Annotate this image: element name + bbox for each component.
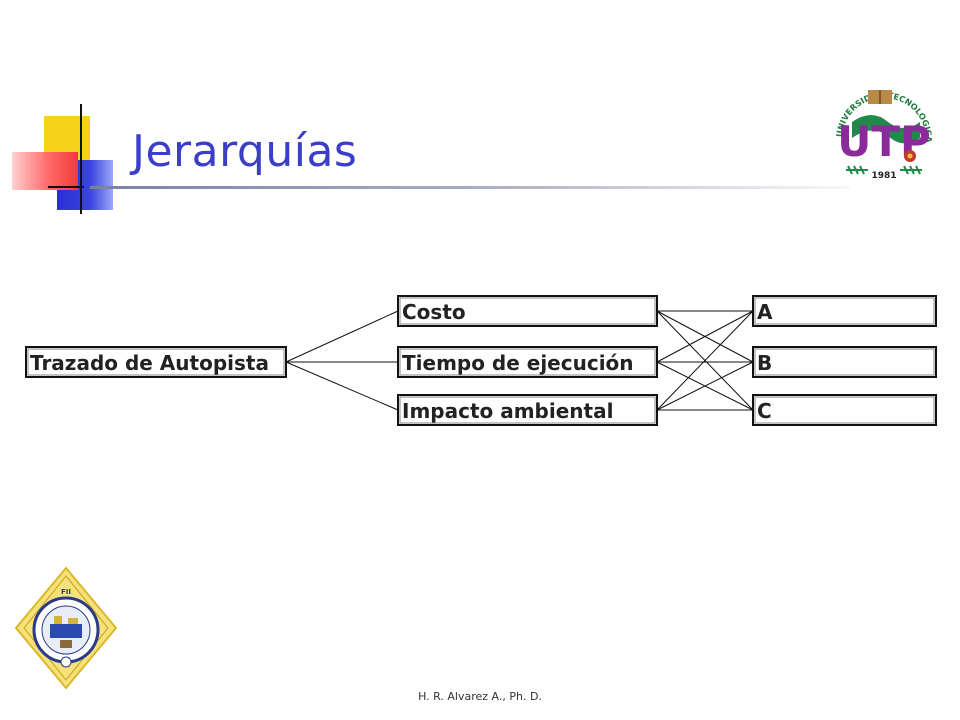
criterion-box-inner <box>399 297 656 325</box>
alternative-box-inner <box>754 396 935 424</box>
footer-author: H. R. Alvarez A., Ph. D. <box>418 690 542 703</box>
connector-goal-criterion-3 <box>285 361 399 411</box>
criterion-box <box>397 394 658 426</box>
alternative-node: C <box>752 394 937 426</box>
decor-vertical-line <box>80 104 82 214</box>
criterion-node: Costo <box>397 295 658 327</box>
criterion-box <box>397 295 658 327</box>
alternative-box <box>752 295 937 327</box>
criterion-label: Impacto ambiental <box>402 399 613 423</box>
alternative-label: A <box>757 300 773 324</box>
alternative-node: B <box>752 346 937 378</box>
connector-c3-a <box>656 310 754 411</box>
university-seal-icon: UNIVERSIDAD TECNOLOGICA DE PANAMA UTP 19… <box>828 78 934 188</box>
connector-goal-criterion-1 <box>285 310 399 363</box>
criterion-label: Costo <box>402 300 466 324</box>
criterion-box-inner <box>399 396 656 424</box>
alternative-box-inner <box>754 297 935 325</box>
utp-year: 1981 <box>871 171 896 181</box>
alternative-node: A <box>752 295 937 327</box>
goal-node: Trazado de Autopista <box>25 346 287 378</box>
decor-horizontal-line <box>48 186 84 188</box>
alternative-box <box>752 394 937 426</box>
title-underline <box>90 186 850 189</box>
goal-label: Trazado de Autopista <box>30 351 269 375</box>
alternative-box-inner <box>754 348 935 376</box>
goal-box <box>25 346 287 378</box>
connector-lines <box>285 310 754 411</box>
alternative-box <box>752 346 937 378</box>
criterion-node: Tiempo de ejecución <box>397 346 658 378</box>
connector-c2-a <box>656 310 754 363</box>
alternative-label: B <box>757 351 772 375</box>
criterion-box <box>397 346 658 378</box>
connector-c3-b <box>656 361 754 411</box>
criterion-box-inner <box>399 348 656 376</box>
criterion-node: Impacto ambiental <box>397 394 658 426</box>
faculty-seal-icon: FII <box>14 566 118 690</box>
criterion-label: Tiempo de ejecución <box>402 351 634 375</box>
fii-text: FII <box>61 588 71 596</box>
decor-red-square <box>12 152 78 190</box>
alternative-label: C <box>757 399 772 423</box>
goal-box-inner <box>27 348 285 376</box>
page-title: Jerarquías <box>132 126 358 177</box>
